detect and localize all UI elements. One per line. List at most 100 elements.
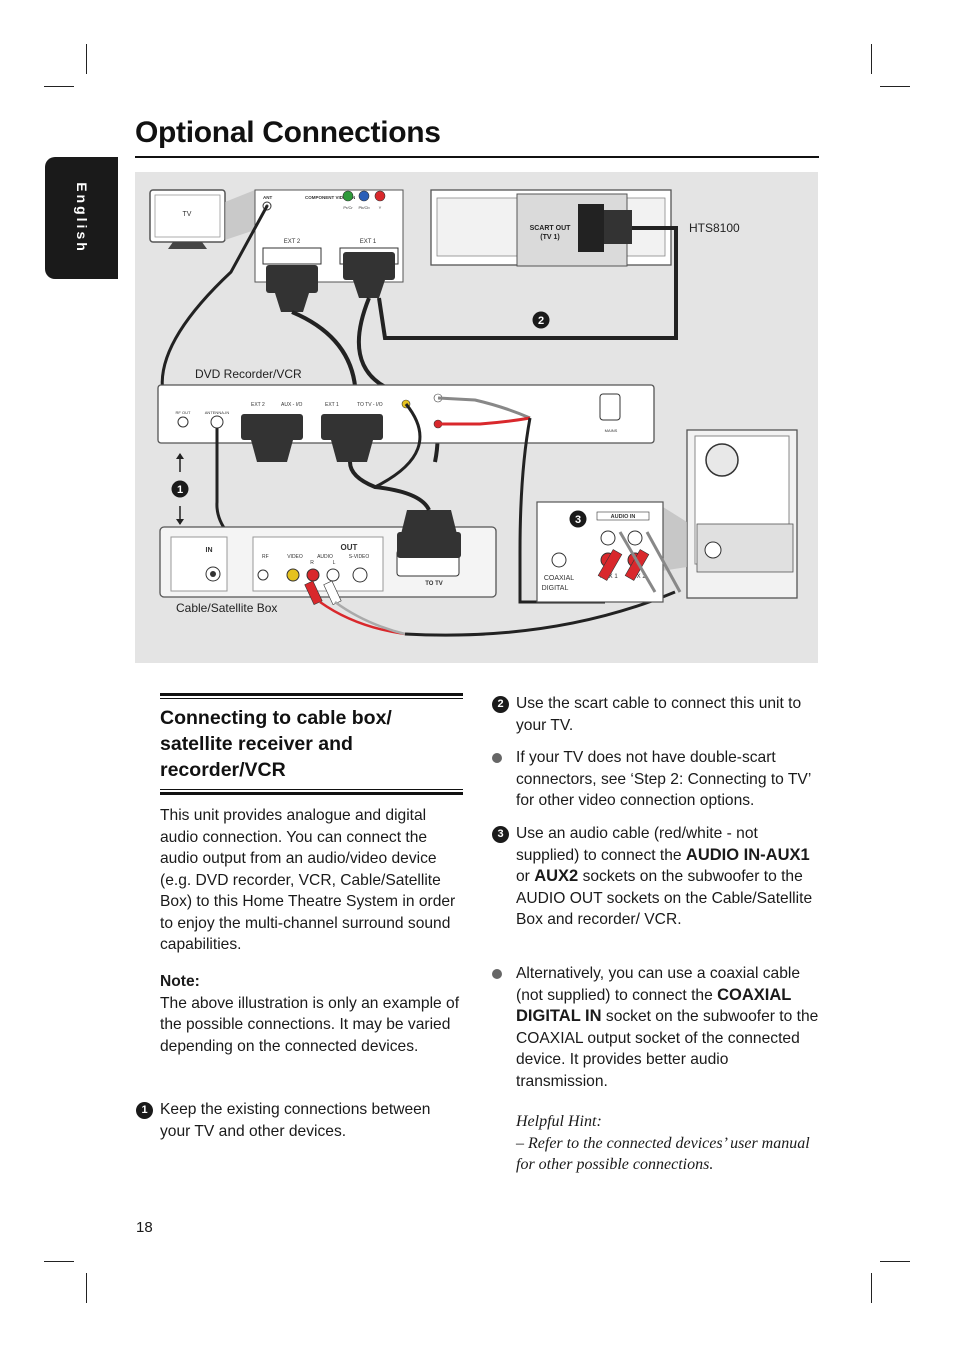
tv-panel-ext2: EXT 2 [284,239,301,245]
language-tab: English [45,157,118,279]
subwoofer-aux2: AUX 2 [628,574,646,580]
cable-box-in: IN [206,547,213,554]
bullet-icon [492,753,502,763]
recorder-rf-out: RF OUT [176,410,191,415]
crop-mark [880,86,910,87]
audio-in-aux1-label: AUDIO IN-AUX1 [685,845,810,864]
step-2-text: Use the scart cable to connect this unit… [516,695,802,734]
bullet-scart-note: If your TV does not have double-scart co… [516,747,818,812]
scart-out-label: SCART OUT [530,225,572,232]
step-1-number: 1 [136,1102,153,1119]
intro-paragraph: This unit provides analogue and digital … [160,805,462,956]
recorder-to-tv-io: TO TV - I/O [357,402,383,408]
audio-cable [518,417,605,604]
crop-mark [871,44,872,74]
audio-cable-white [334,600,406,636]
recorder-ext1: EXT 1 [325,402,339,408]
intro-text: This unit provides analogue and digital … [160,807,456,953]
hint-title: Helpful Hint: [516,1113,602,1130]
cable-box-r: R [310,560,314,566]
step-1: Keep the existing connections between yo… [160,1099,462,1142]
section-rule [160,693,463,699]
step-2: Use the scart cable to connect this unit… [516,693,818,736]
crop-mark [86,44,87,74]
step-3-text-end: sockets on the subwoofer to the AUDIO OU… [516,868,813,928]
hts8100-unit: SCART OUT (TV 1) [430,189,672,267]
scart-cable [348,461,431,511]
aux2-label: AUX2 [534,867,579,885]
subwoofer-audio-panel: 3 AUDIO IN COAXIAL DIGITAL AUX 1 AUX 2 [536,501,664,603]
scart-out-sublabel: (TV 1) [540,234,559,241]
recorder-back-panel: RF OUT ANTENNA-IN EXT 2 AUX - I/O EXT 1 … [157,384,655,444]
crop-mark [871,1273,872,1303]
crop-mark [880,1261,910,1262]
note-text: The above illustration is only an exampl… [160,994,460,1055]
step-2-number: 2 [492,696,509,713]
callout-2 [532,311,550,329]
subwoofer [686,429,798,599]
scart-plug [321,414,383,462]
tv-panel-y: Y [379,205,382,210]
tv-panel-component-video-in: COMPONENT VIDEO IN [305,195,355,200]
audio-cable-white [437,396,531,420]
bullet-icon [492,969,502,979]
cable-box-out: OUT [341,543,358,552]
subwoofer-aux1: AUX 1 [600,574,618,580]
tv-panel-ant: ANT [263,195,272,200]
scart-plug [343,252,395,298]
callout-3 [569,510,587,528]
step-3: Use an audio cable (red/white - not supp… [516,823,818,931]
scart-plug [266,265,318,312]
rca-plug-red [304,580,323,606]
crop-mark [44,86,74,87]
step-3-or: or [516,868,530,885]
note-label: Note: [160,973,200,990]
bullet-2-text: Alternatively, you can use a coaxial cab… [516,965,801,1004]
recorder-antenna-in: ANTENNA-IN [205,410,230,415]
bullet-2-text-end: socket on the subwoofer to the COAXIAL o… [516,1008,819,1090]
step-3-text: Use an audio cable (red/white - not supp… [516,825,758,864]
cable-box-audio: AUDIO [317,554,333,560]
crop-mark [44,1261,74,1262]
helpful-hint: Helpful Hint: – Refer to the connected d… [516,1111,818,1176]
title-rule [135,156,819,158]
hts8100-label: HTS8100 [689,221,740,235]
audio-cable-red [438,416,531,426]
tv-panel-ext1: EXT 1 [360,239,377,245]
cable-box-video: VIDEO [287,554,303,560]
hint-text: – Refer to the connected devices’ user m… [516,1134,810,1174]
note-block: Note: The above illustration is only an … [160,971,462,1057]
recorder-aux-io: AUX - I/O [281,402,303,408]
section-heading: Connecting to cable box/ satellite recei… [160,707,392,781]
recorder-ext2: EXT 2 [251,402,265,408]
coaxial-digital-in-label: COAXIAL DIGITAL IN [516,985,792,1026]
scart-plug [397,510,461,558]
cable-box-to-tv: TO TV [425,581,443,587]
audio-cable [404,590,676,637]
connection-diagram: TV ANT COMPONENT VIDEO IN Pr/Cr Pb/Cb Y … [135,172,818,663]
svg-text:1: 1 [177,484,183,496]
svg-text:2: 2 [538,315,544,327]
tv-illustration: TV [149,189,226,249]
video-cable [374,403,422,489]
recorder-mains: MAINS [605,428,618,433]
magnify-wedge [225,190,255,240]
scart-cable [377,226,678,340]
page-title: Optional Connections [135,116,441,149]
cable-box-label: Cable/Satellite Box [176,601,277,615]
language-tab-label: English [74,182,90,254]
step-3-number: 3 [492,826,509,843]
cable-box-rf: RF [262,554,269,560]
tv-panel-pr: Pr/Cr [343,205,353,210]
page-number: 18 [136,1219,153,1236]
bullet-coaxial-note: Alternatively, you can use a coaxial cab… [516,963,820,1092]
crop-mark [86,1273,87,1303]
tv-panel-pb: Pb/Cb [358,205,370,210]
rca-plug-red [597,549,623,581]
cable-box-s-video: S-VIDEO [349,554,370,560]
callout-1 [171,480,189,498]
tv-label: TV [183,211,192,218]
svg-text:3: 3 [575,514,581,526]
cable-box-l: L [333,560,336,566]
subwoofer-coaxial: COAXIAL [544,575,574,582]
